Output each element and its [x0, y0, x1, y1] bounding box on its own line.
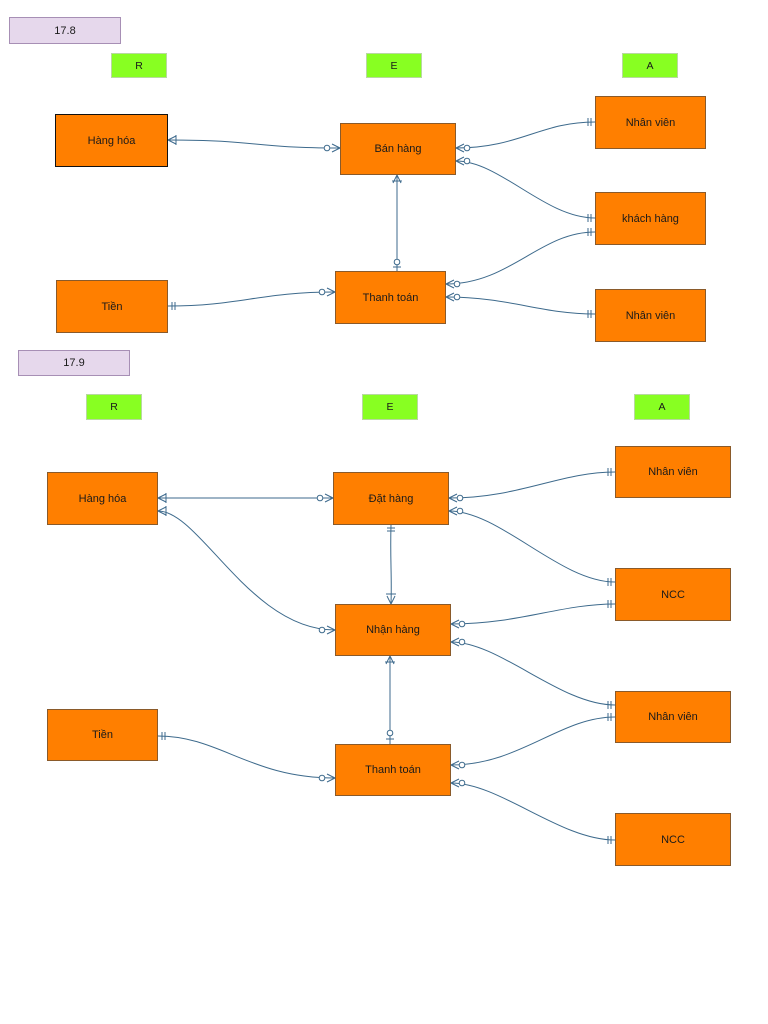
relationship-thanh-toan-ncc — [450, 778, 616, 844]
entity-thanh-toan: Thanh toán — [335, 271, 446, 324]
entity-khach-hang: khách hàng — [595, 192, 706, 245]
section-label-17-8: 17.8 — [9, 17, 121, 44]
entity-nhan-vien: Nhân viên — [595, 289, 706, 342]
entity-nhan-vien: Nhân viên — [615, 691, 731, 743]
column-tag-resources: R — [86, 394, 142, 420]
relationship-nhan-hang-thanh-toan — [385, 655, 395, 744]
entity-tien: Tiền — [56, 280, 168, 333]
relationship-tien-thanh-toan — [167, 287, 336, 310]
entity-ban-hang: Bán hàng — [340, 123, 456, 175]
relationship-ban-hang-nhan-vien — [455, 118, 596, 153]
relationship-nhan-hang-nhan-vien — [450, 637, 616, 709]
relationship-thanh-toan-nhan-vien — [445, 292, 596, 318]
entity-thanh-toan: Thanh toán — [335, 744, 451, 796]
entity-ncc: NCC — [615, 568, 731, 621]
relationship-dat-hang-ncc — [448, 506, 616, 586]
section-label-17-9: 17.9 — [18, 350, 130, 376]
column-tag-agents: A — [622, 53, 678, 78]
entity-dat-hang: Đặt hàng — [333, 472, 449, 525]
relationship-hang-hoa-dat-hang — [157, 493, 334, 503]
entity-tien: Tiền — [47, 709, 158, 761]
column-tag-events: E — [366, 53, 422, 78]
relationship-hang-hoa-nhan-hang — [157, 506, 336, 635]
column-tag-events: E — [362, 394, 418, 420]
relationship-thanh-toan-nhan-vien-17-9 — [450, 713, 616, 770]
entity-hang-hoa: Hàng hóa — [47, 472, 158, 525]
column-tag-agents: A — [634, 394, 690, 420]
relationship-ban-hang-thanh-toan — [392, 174, 402, 271]
column-tag-resources: R — [111, 53, 167, 78]
relationship-dat-hang-nhan-hang — [386, 524, 396, 605]
relationship-dat-hang-nhan-vien — [448, 468, 616, 503]
entity-ncc: NCC — [615, 813, 731, 866]
relationship-ban-hang-khach-hang — [455, 156, 596, 222]
relationship-nhan-hang-ncc — [450, 600, 616, 629]
relationship-tien-thanh-toan-17-9 — [157, 732, 336, 783]
entity-nhan-hang: Nhận hàng — [335, 604, 451, 656]
entity-hang-hoa: Hàng hóa — [55, 114, 168, 167]
relationship-hang-hoa-ban-hang — [167, 135, 341, 153]
entity-nhan-vien: Nhân viên — [595, 96, 706, 149]
relationship-thanh-toan-khach-hang — [445, 228, 596, 289]
entity-nhan-vien: Nhân viên — [615, 446, 731, 498]
